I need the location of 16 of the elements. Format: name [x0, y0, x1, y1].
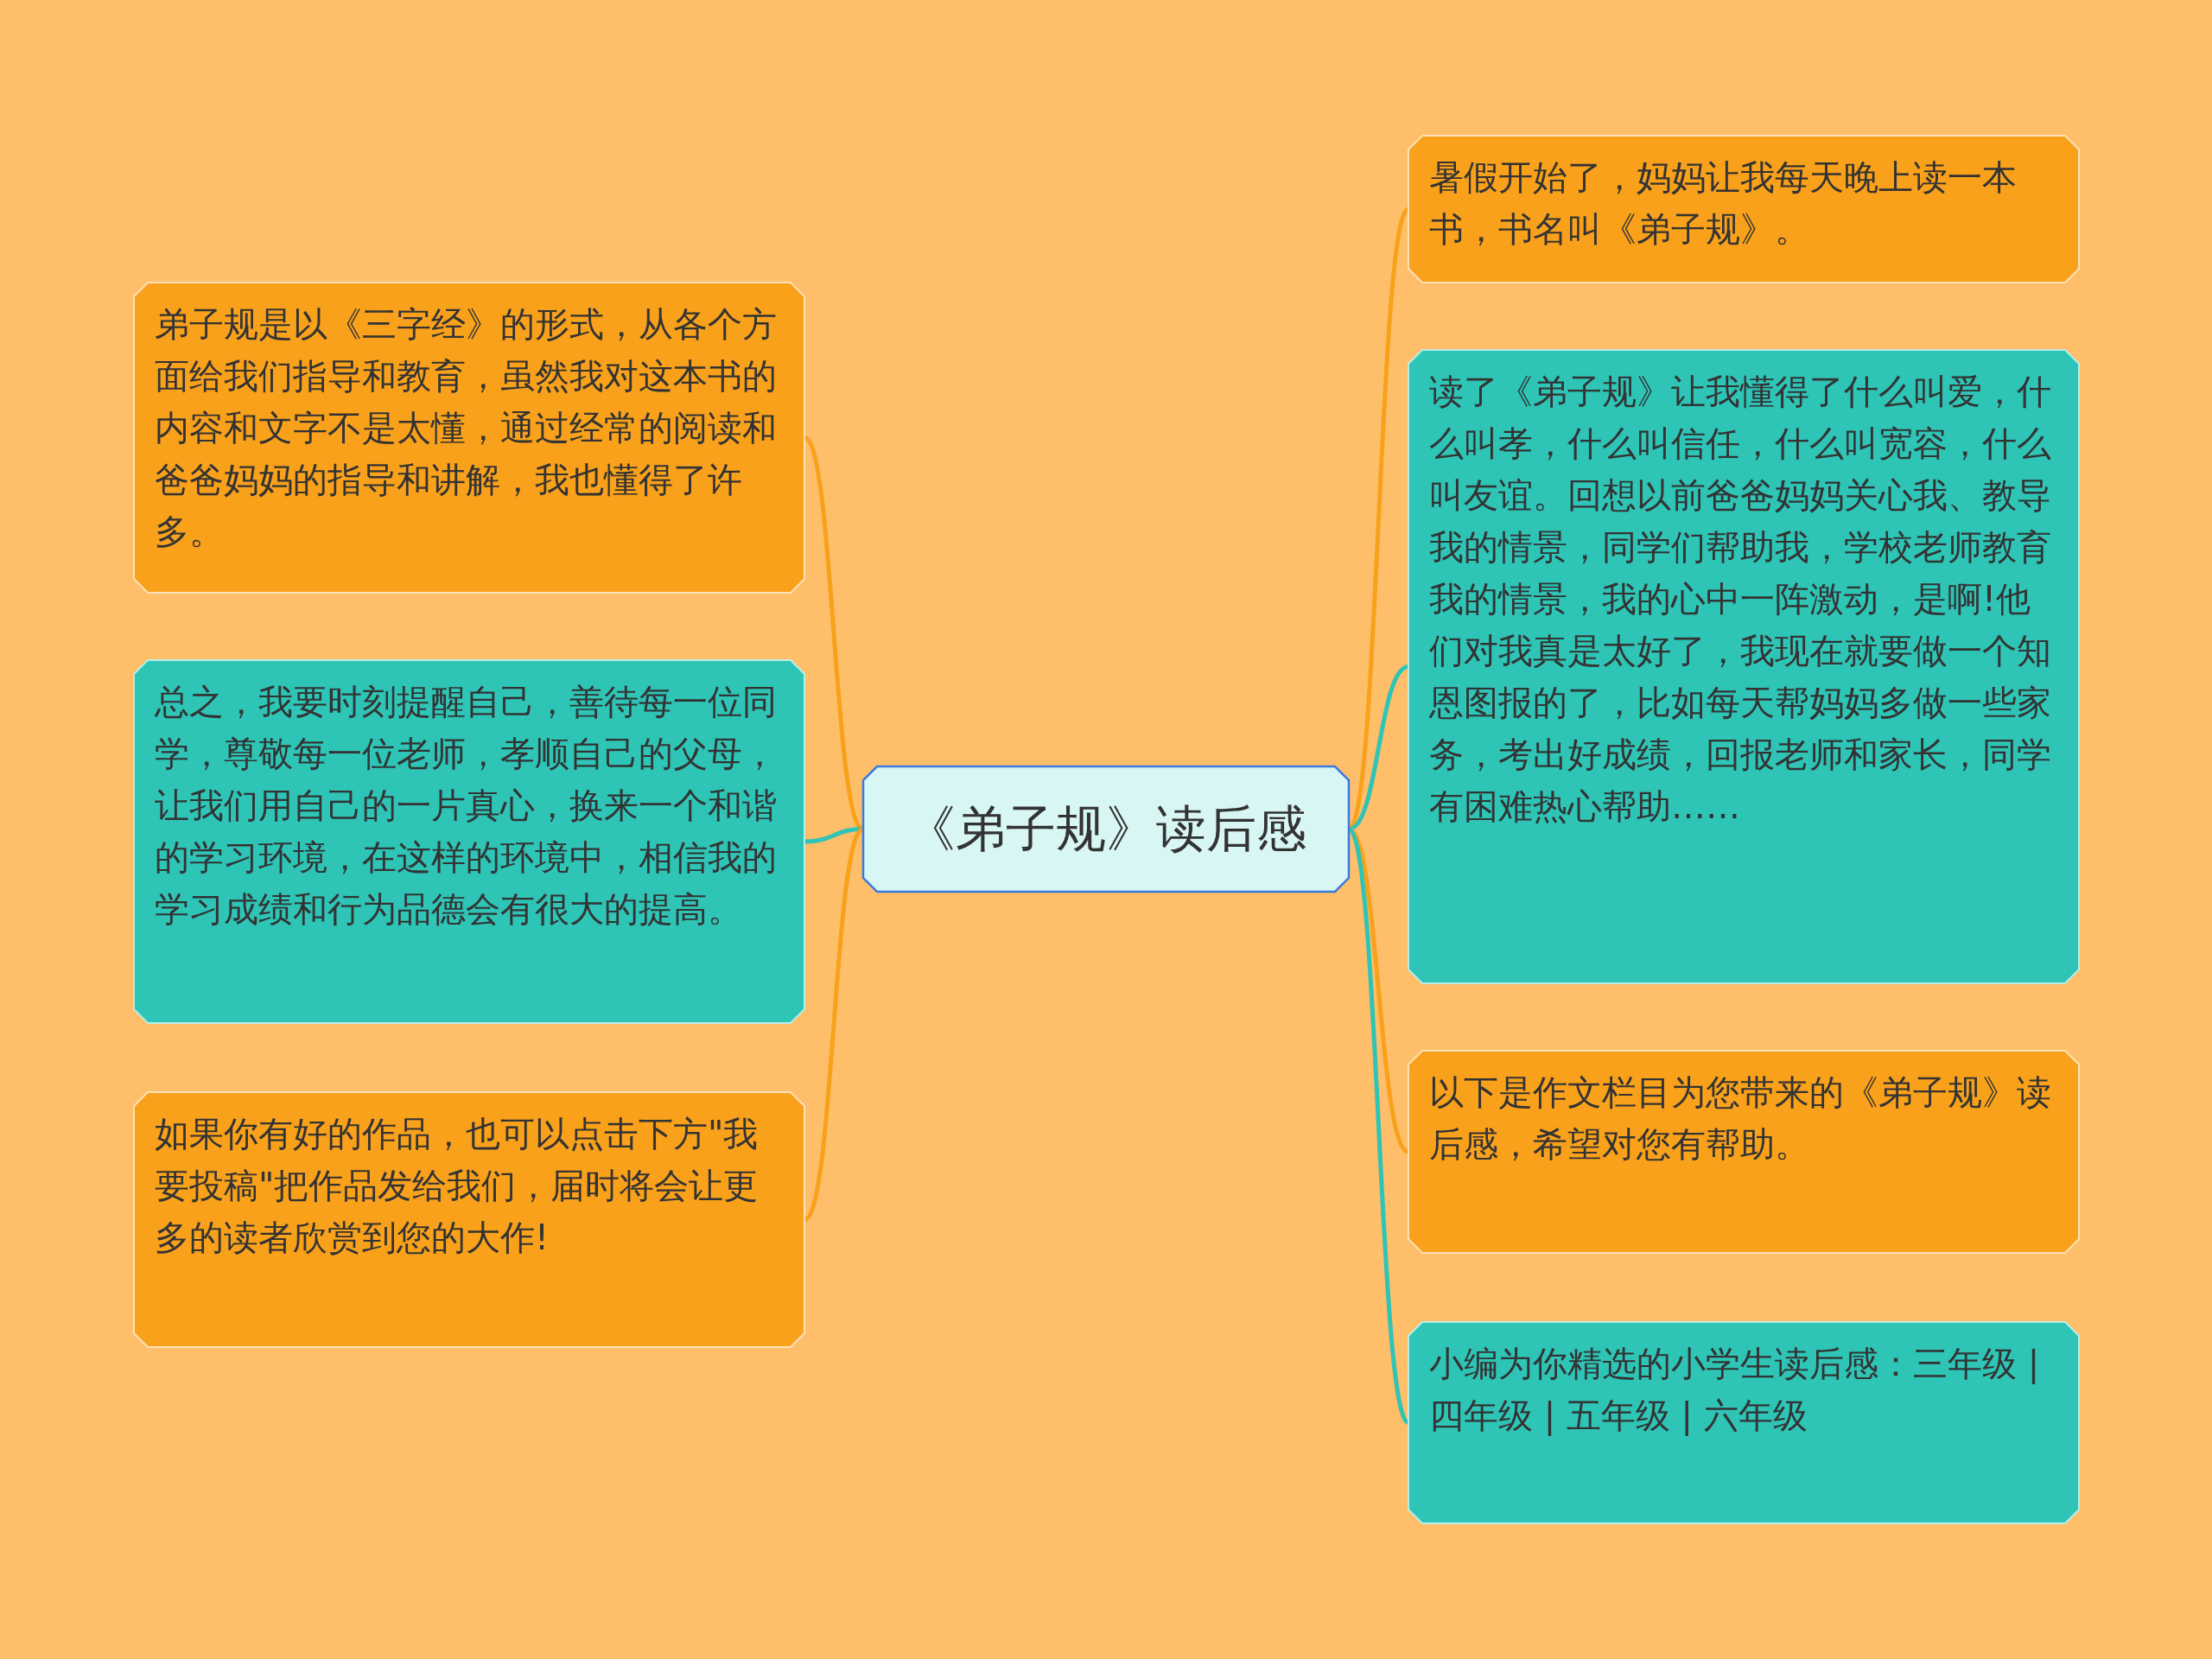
topic-card	[134, 283, 804, 593]
central-topic	[863, 766, 1349, 892]
topic-text: 读了《弟子规》让我懂得了什么叫爱，什么叫孝，什么叫信任，什么叫宽容，什么叫友谊。回想以前爸爸妈妈关心我、教导我的情景，同学们帮助我，学校老师教育我的情景，我的心中一阵激动，是啊!他们对我真是太好了，我现在就要做一个知恩图报的了，比如每天帮妈妈多做一些家务，考出好成绩，回报老师和家长，同学有困难热心帮助……	[1428, 371, 2052, 828]
topic-card	[1408, 350, 2079, 983]
topic-card	[1408, 1322, 2079, 1523]
topic-text: 以下是作文栏目为您带来的《弟子规》读后感，希望对您有帮助。	[1428, 1071, 2052, 1166]
topic-text: 弟子规是以《三字经》的形式，从各个方面给我们指导和教育，虽然我对这本书的内容和文字不是太懂，通过经常的阅读和爸爸妈妈的指导和讲解，我也懂得了许多。	[154, 303, 778, 553]
topic-text: 暑假开始了，妈妈让我每天晚上读一本书，书名叫《弟子规》。	[1428, 156, 2018, 251]
topic-text: 如果你有好的作品，也可以点击下方"我要投稿"把作品发给我们，届时将会让更多的读者欣赏到您的大作!	[154, 1113, 760, 1259]
topic-text: 总之，我要时刻提醒自己，善待每一位同学，尊敬每一位老师，孝顺自己的父母，让我们用自己的一片真心，换来一个和谐的学习环境，在这样的环境中，相信我的学习成绩和行为品德会有很大的提高。	[154, 681, 778, 931]
topic-card	[1408, 136, 2079, 283]
topic-card	[1408, 1051, 2079, 1253]
topic-title: 《弟子规》读后感	[906, 798, 1306, 860]
topic-card	[134, 660, 804, 1023]
topic-card	[134, 1092, 804, 1347]
topic-text: 小编为你精选的小学生读后感：三年级 | 四年级 | 五年级 | 六年级	[1428, 1343, 2041, 1438]
